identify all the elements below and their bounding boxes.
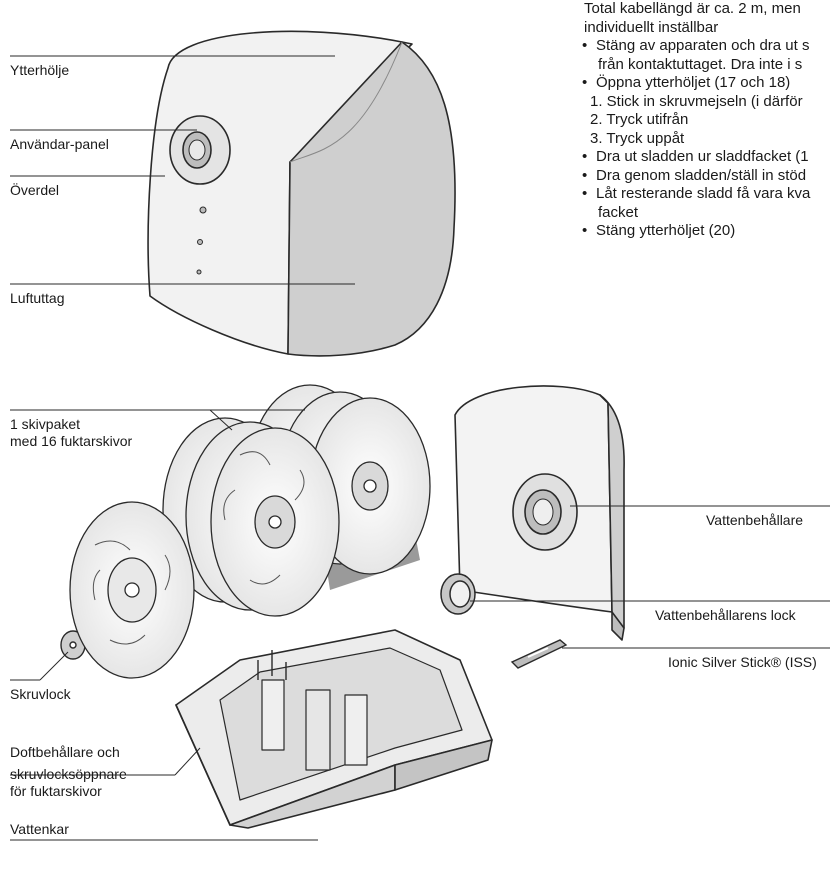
label-vattenbehallarens-lock: Vattenbehållarens lock: [655, 607, 796, 623]
label-anvandar-panel: Användar-panel: [10, 136, 109, 152]
outer-housing-side: [287, 41, 456, 357]
indicator-led-2: [197, 239, 203, 245]
water-basin-side: [394, 739, 493, 791]
scent-container-column-1: [261, 679, 285, 751]
instruction-bullet: Öppna ytterhöljet (17 och 18): [584, 74, 810, 93]
instruction-list: Total kabellängd är ca. 2 m, men individ…: [584, 0, 810, 241]
leader-skivpaket-2: [209, 409, 233, 431]
disc-stack-front: [162, 417, 340, 617]
instruction-bullet: Stäng av apparaten och dra ut s: [584, 37, 810, 56]
label-skivpaket-line-2: med 16 fuktarskivor: [10, 433, 133, 449]
label-ionic-silver-stick: Ionic Silver Stick® (ISS): [668, 654, 817, 670]
water-tank-cap: [440, 573, 476, 615]
instruction-line: från kontaktuttaget. Dra inte i s: [598, 55, 803, 73]
outer-housing-side-top: [289, 41, 403, 163]
single-disc: [69, 501, 195, 679]
indicator-led-1: [199, 206, 207, 214]
label-overdel: Överdel: [10, 182, 60, 198]
label-luftuttag: Luftuttag: [10, 290, 65, 306]
instruction-step: 2. Tryck utifrån: [590, 111, 689, 128]
leader-skruvlock-2: [39, 651, 69, 681]
instruction-line: Total kabellängd är ca. 2 m, men: [584, 0, 801, 17]
ionic-silver-stick: [510, 639, 568, 669]
instruction-bullet: Dra genom sladden/ställ in stöd: [584, 167, 810, 186]
label-vattenbehallare: Vattenbehållare: [706, 512, 804, 528]
instruction-bullet: Stäng ytterhöljet (20): [584, 222, 810, 241]
screw-cap: [60, 630, 86, 660]
label-ytterholje: Ytterhölje: [10, 62, 70, 78]
label-doft-line-1: Doftbehållare och: [10, 744, 120, 760]
leader-doft-2: [174, 747, 201, 776]
label-doft-line-2: skruvlocksöppnare: [10, 766, 127, 782]
leader-lines: [10, 55, 830, 841]
instruction-step: 3. Tryck uppåt: [590, 129, 685, 147]
label-skruvlock: Skruvlock: [10, 686, 71, 702]
instruction-step: 1. Stick in skruvmejseln (i därför: [590, 92, 803, 110]
label-doft-line-3: för fuktarskivor: [10, 783, 102, 799]
instruction-line: facket: [598, 203, 639, 221]
label-vattenkar: Vattenkar: [10, 821, 69, 837]
outer-housing-front: [147, 30, 413, 355]
outer-housing: [147, 30, 456, 357]
instruction-bullet: Dra ut sladden ur sladdfacket (1: [584, 148, 810, 167]
scent-container-column-2: [305, 689, 331, 771]
label-skivpaket-line-1: 1 skivpaket: [10, 416, 81, 432]
instruction-line: individuellt inställbar: [584, 18, 719, 36]
instruction-bullet: Låt resterande sladd få vara kva: [584, 185, 810, 204]
indicator-led-3: [196, 269, 202, 275]
scent-container-column-3: [344, 694, 368, 766]
water-basin: [175, 629, 493, 829]
water-tank: [454, 385, 625, 641]
